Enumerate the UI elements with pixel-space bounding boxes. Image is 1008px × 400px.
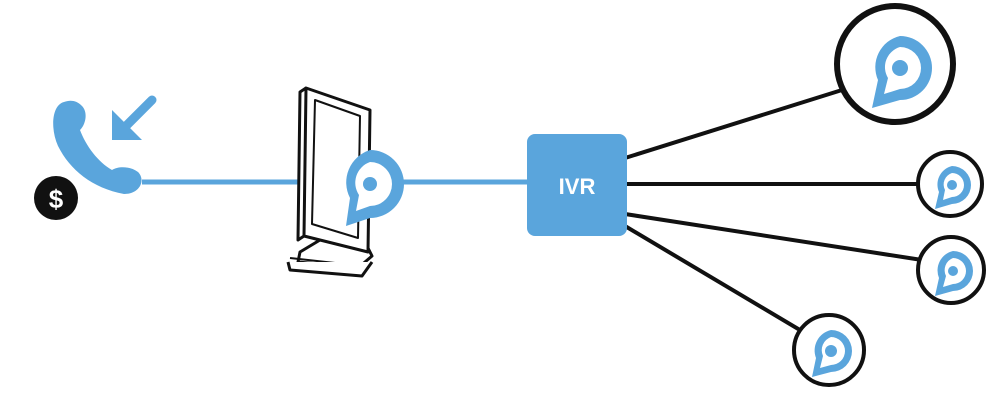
- ivr-connections: [623, 88, 924, 338]
- ivr-node: IVR: [527, 134, 627, 236]
- cost-symbol: $: [49, 184, 64, 214]
- connection-line-3: [623, 212, 924, 262]
- phone-handset-icon: [53, 100, 142, 194]
- endpoint-1: [834, 3, 956, 125]
- connection-line-1: [623, 88, 844, 160]
- ivr-box: [527, 134, 627, 236]
- endpoint-2: [916, 150, 984, 218]
- endpoint-3: [916, 235, 986, 305]
- dollar-badge-icon: $: [34, 176, 78, 220]
- incoming-call-arrow-icon: [112, 95, 157, 140]
- ivr-label: IVR: [559, 174, 596, 199]
- endpoint-4: [792, 313, 866, 387]
- connection-line-4: [623, 224, 812, 338]
- computer-chat-bubble-icon: [346, 150, 404, 226]
